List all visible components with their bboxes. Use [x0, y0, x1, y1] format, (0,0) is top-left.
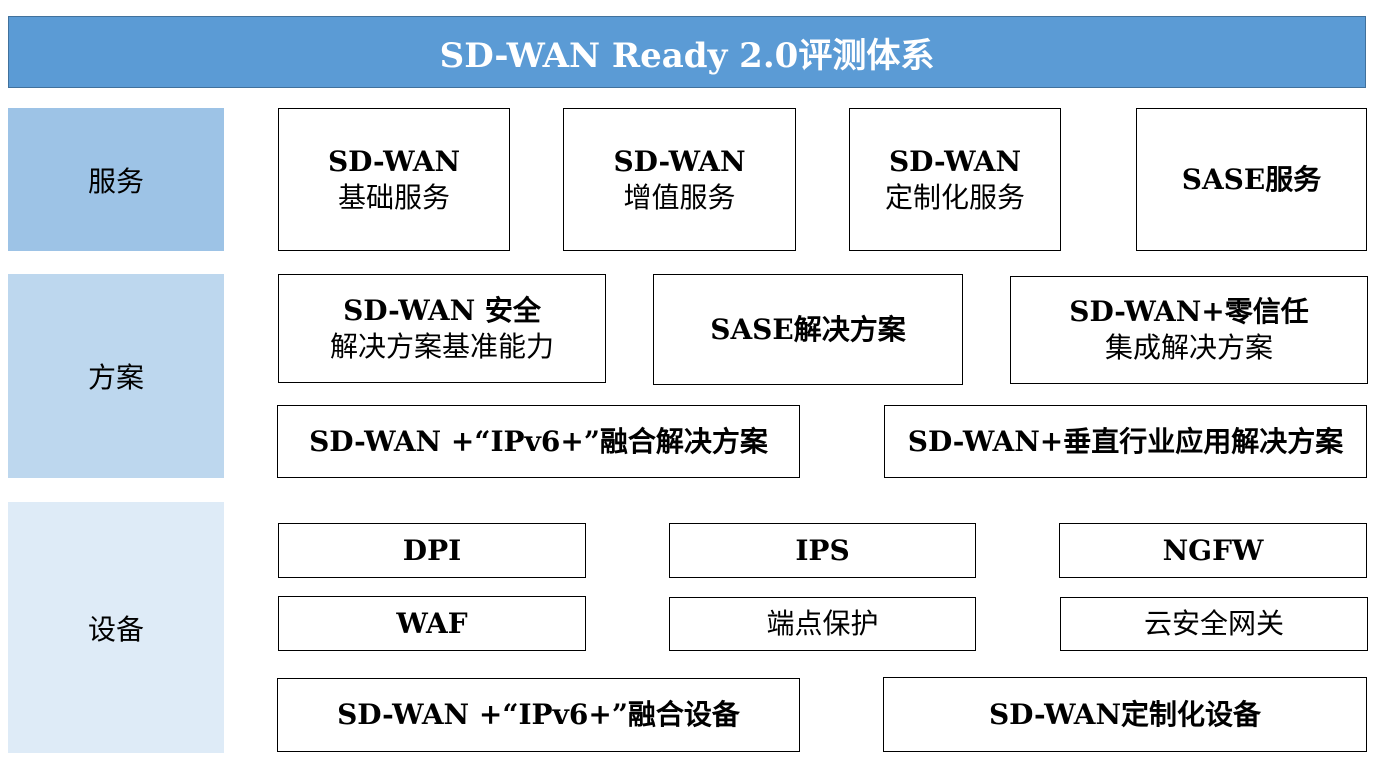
solution-box-security: SD-WAN 安全 解决方案基准能力	[278, 274, 606, 383]
service-box-custom-line2: 定制化服务	[884, 180, 1025, 214]
row-label-solution: 方案	[8, 274, 224, 478]
service-box-value-added-line2: 增值服务	[623, 180, 736, 214]
solution-box-security-line2: 解决方案基准能力	[329, 329, 554, 363]
device-box-cloud-gateway-line1: 云安全网关	[1143, 607, 1284, 640]
service-box-custom: SD-WAN 定制化服务	[849, 108, 1061, 251]
device-box-ipv6: SD-WAN +“IPv6+”融合设备	[277, 678, 800, 752]
device-box-waf-line1: WAF	[396, 606, 468, 640]
device-box-dpi-line1: DPI	[402, 533, 462, 567]
solution-box-vertical: SD-WAN+垂直行业应用解决方案	[884, 405, 1367, 478]
service-box-value-added: SD-WAN 增值服务	[563, 108, 796, 251]
device-box-custom-line1: SD-WAN定制化设备	[988, 697, 1262, 731]
diagram-title: SD-WAN Ready 2.0评测体系	[8, 16, 1366, 88]
solution-box-sase: SASE解决方案	[653, 274, 963, 385]
device-box-ngfw: NGFW	[1059, 523, 1367, 578]
solution-box-security-line1: SD-WAN 安全	[343, 293, 541, 327]
row-label-service: 服务	[8, 108, 224, 251]
solution-box-zero-trust-line2: 集成解决方案	[1104, 331, 1273, 364]
service-box-custom-line1: SD-WAN	[888, 144, 1022, 178]
service-box-basic: SD-WAN 基础服务	[278, 108, 510, 251]
device-box-ipv6-line1: SD-WAN +“IPv6+”融合设备	[337, 698, 740, 731]
device-box-dpi: DPI	[278, 523, 586, 578]
service-box-sase: SASE服务	[1136, 108, 1367, 251]
device-box-waf: WAF	[278, 596, 586, 651]
device-box-custom: SD-WAN定制化设备	[883, 677, 1367, 752]
device-box-ips: IPS	[669, 523, 976, 578]
service-box-basic-line2: 基础服务	[337, 180, 450, 214]
row-label-device: 设备	[8, 502, 224, 753]
device-box-endpoint: 端点保护	[669, 597, 976, 651]
service-box-sase-line1: SASE服务	[1181, 162, 1322, 196]
solution-box-zero-trust: SD-WAN+零信任 集成解决方案	[1010, 276, 1368, 384]
service-box-basic-line1: SD-WAN	[327, 144, 461, 178]
solution-box-vertical-line1: SD-WAN+垂直行业应用解决方案	[907, 424, 1344, 458]
solution-box-sase-line1: SASE解决方案	[710, 312, 906, 346]
device-box-cloud-gateway: 云安全网关	[1060, 597, 1368, 651]
device-box-ips-line1: IPS	[795, 533, 850, 567]
solution-box-ipv6-line1: SD-WAN +“IPv6+”融合解决方案	[309, 424, 768, 458]
service-box-value-added-line1: SD-WAN	[613, 144, 746, 178]
device-box-endpoint-line1: 端点保护	[766, 607, 879, 640]
device-box-ngfw-line1: NGFW	[1162, 533, 1264, 567]
solution-box-ipv6: SD-WAN +“IPv6+”融合解决方案	[277, 405, 800, 478]
solution-box-zero-trust-line1: SD-WAN+零信任	[1069, 295, 1309, 328]
